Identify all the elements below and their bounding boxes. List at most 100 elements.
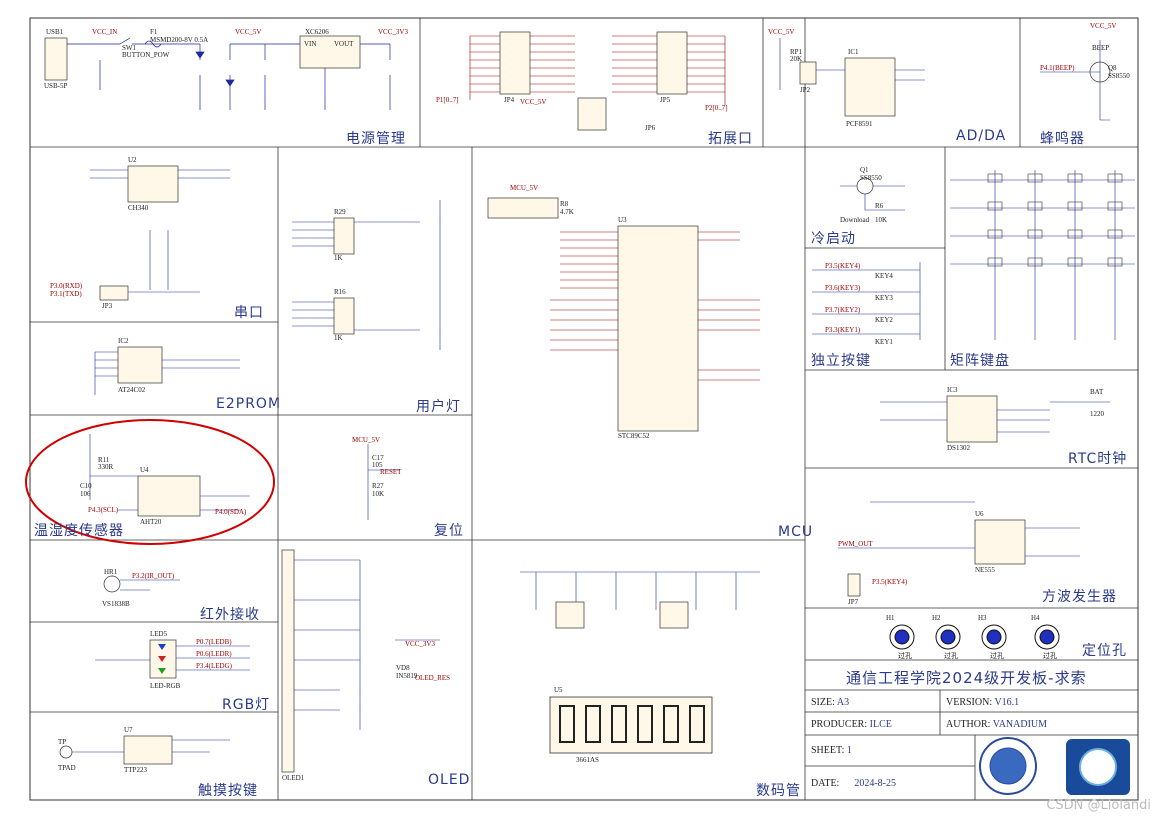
c17-ref: C17 [372, 454, 384, 462]
adda-vcc5: VCC_5V [768, 28, 794, 36]
touch-section: U7 TTP223 TP TPAD [58, 726, 230, 774]
mcu-section: U3 STC89C52 MCU_5V R8 4.7K [487, 184, 760, 440]
mcu-model: STC89C52 [618, 432, 650, 440]
p1-bus: P1[0..7] [436, 96, 459, 104]
key3-net: P3.6(KEY3) [825, 284, 861, 292]
keys-section: P3.5(KEY4) P3.6(KEY3) P3.7(KEY2) P3.3(KE… [812, 262, 921, 346]
expansion-vcc5: VCC_5V [520, 98, 546, 106]
ic2-ref: IC2 [118, 337, 129, 345]
switch-model: BUTTON_POW [122, 51, 170, 59]
ledb-net: P0.7(LEDB) [196, 638, 232, 646]
watermark: CSDN @Liolandi [1046, 798, 1151, 813]
ch340-model: CH340 [128, 204, 149, 212]
key4-ref: KEY4 [875, 272, 893, 280]
r27-ref: R27 [372, 482, 384, 490]
section-serial-title: 串口 [234, 305, 264, 321]
ledrgb-model: LED-RGB [150, 682, 181, 690]
section-keys-title: 独立按键 [811, 353, 871, 369]
ldo-vout: VOUT [334, 40, 354, 48]
section-e2prom-title: E2PROM [216, 396, 282, 412]
key2-ref: KEY2 [875, 316, 893, 324]
hr1-ref: HR1 [104, 568, 118, 576]
c17-value: 105 [372, 461, 383, 469]
sensor-sda: P4.0(SDA) [215, 508, 247, 516]
tpad-label: TPAD [58, 764, 76, 772]
r6-value: 10K [875, 216, 887, 224]
producer-value: ILCE [869, 719, 892, 730]
section-adda-title: AD/DA [956, 128, 1007, 144]
oled-section: OLED1 OLED_RES VD8 IN5819 VCC_3V3 [281, 549, 450, 782]
jp6-ref: JP6 [645, 124, 656, 132]
r29-ref: R29 [334, 208, 346, 216]
sheet-border [29, 17, 1139, 801]
version-field: VERSION: V16.1 [946, 697, 1019, 708]
rp1-value: 20K [790, 55, 802, 63]
vd8-ref: VD8 [396, 664, 410, 672]
fuse-model: MSMD200-8V 0.5A [150, 36, 208, 44]
section-holes-title: 定位孔 [1082, 643, 1127, 659]
at24-model: AT24C02 [118, 386, 146, 394]
h3-via: 过孔 [990, 651, 1004, 660]
ic3-ref: IC3 [947, 386, 958, 394]
e2prom-section: IC2 AT24C02 [94, 337, 240, 395]
r6-ref: R6 [875, 202, 884, 210]
board-title: 通信工程学院2024级开发板-求索 [846, 669, 1087, 687]
square-wave-section: U6 NE555 PWM_OUT JP7 P3.5(KEY4) [838, 501, 1080, 606]
rxd-net: P3.0(RXD) [50, 282, 83, 290]
section-oled-title: OLED [428, 772, 471, 788]
user-leds-section: R29 1K R16 1K [292, 200, 441, 350]
h4-via: 过孔 [1043, 651, 1057, 660]
ldo-vin: VIN [304, 40, 316, 48]
h3-ref: H3 [978, 614, 987, 622]
date-label: DATE: [811, 778, 840, 789]
sensor-section: U4 AHT20 P4.3(SCL) P4.0(SDA) R11 330R C1… [25, 419, 275, 545]
adda-section: IC1 PCF8591 RP1 20K JP2 VCC_5V [768, 28, 925, 128]
school-logos [979, 737, 1130, 795]
size-field: SIZE: A3 [811, 697, 849, 708]
matrix-section [950, 170, 1135, 340]
section-touch-title: 触摸按键 [198, 783, 258, 799]
cold-start-section: Q1 SS8550 Download R6 10K [840, 166, 905, 224]
led5-ref: LED5 [150, 630, 168, 638]
oled-res-net: OLED_RES [415, 674, 450, 682]
u5-ref: U5 [554, 686, 563, 694]
ne555-model: NE555 [975, 566, 995, 574]
q8-ref: Q8 [1108, 64, 1117, 72]
expansion-labels: JP4 JP5 JP6 P1[0..7] P2[0..7] VCC_5V [436, 96, 728, 132]
version-label: VERSION: [946, 697, 993, 708]
section-dividers [30, 18, 1138, 800]
r16-ref: R16 [334, 288, 346, 296]
usb-model: USB-5P [44, 82, 67, 90]
h4-ref: H4 [1031, 614, 1040, 622]
jp2-ref: JP2 [800, 86, 811, 94]
switch-ref: SW1 [122, 44, 137, 52]
pwm-net: PWM_OUT [838, 540, 873, 548]
beep-ref: BEEP [1092, 44, 1109, 52]
section-ir-title: 红外接收 [200, 607, 260, 623]
p2-bus: P2[0..7] [705, 104, 728, 112]
r29-value: 1K [334, 254, 343, 262]
jp7-ref: JP7 [848, 598, 859, 606]
sheet-label: SHEET: [811, 745, 845, 756]
sheet-field: SHEET: 1 [811, 745, 852, 756]
jp4-ref: JP4 [504, 96, 515, 104]
in5819-model: IN5819 [396, 672, 418, 680]
key2-net: P3.7(KEY2) [825, 306, 861, 314]
holes-section: H1 H2 H3 H4 过孔 过孔 过孔 过孔 [886, 614, 1060, 660]
rgb-section: LED5 LED-RGB P0.7(LEDB) P0.6(LEDR) P3.4(… [95, 630, 250, 690]
title-block-grid [805, 689, 1138, 800]
u3-ref: U3 [618, 216, 627, 224]
reset-section: MCU_5V C17 105 RESET R27 10K [352, 436, 402, 520]
vcc33-net: VCC_3V3 [378, 28, 408, 36]
author-field: AUTHOR: VANADIUM [946, 719, 1047, 730]
h1-ref: H1 [886, 614, 895, 622]
pcf-model: PCF8591 [846, 120, 873, 128]
key1-ref: KEY1 [875, 338, 893, 346]
date-value: 2024-8-25 [854, 778, 897, 789]
section-matrix-title: 矩阵键盘 [950, 353, 1010, 369]
ledr-net: P0.6(LEDR) [196, 650, 232, 658]
segments-section: U5 3661AS [520, 571, 760, 764]
vcc-in-net: VCC_IN [92, 28, 117, 36]
beep-net: P4.1(BEEP) [1040, 64, 1075, 72]
